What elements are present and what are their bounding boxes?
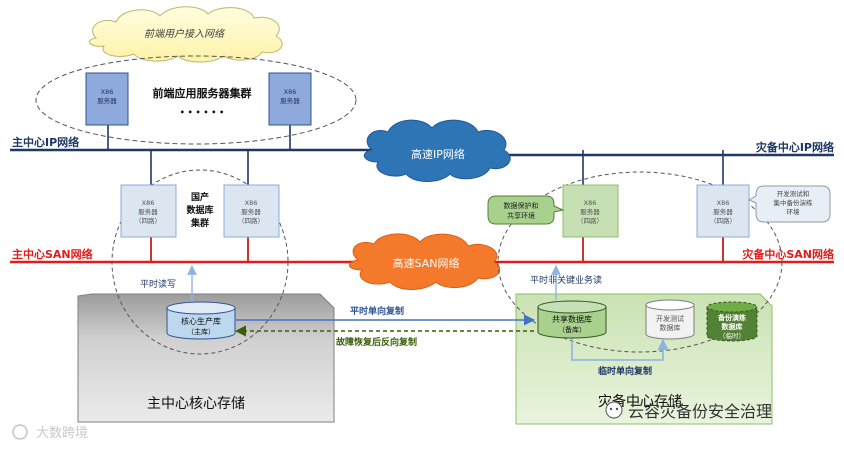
db-server-left[interactable]: X86 服务器 （四路）: [120, 184, 177, 238]
normal-nonkey-label: 平时非关键业务读: [530, 274, 602, 286]
devtest-db-line1: 开发测试: [656, 314, 684, 323]
server-line2: 服务器: [97, 96, 117, 105]
dr-cluster-ellipse: [497, 171, 783, 353]
db-cluster-ellipse: [111, 169, 289, 355]
devtest-db[interactable]: 开发测试 数据库: [645, 299, 695, 340]
main-ip-network-label: 主中心IP网络: [12, 135, 79, 149]
backup-drill-db[interactable]: 备份演练 数据库 （临时）: [706, 301, 758, 342]
server-line3: （四路）: [238, 216, 264, 225]
server-line1: X86: [717, 199, 730, 207]
dev-test-text-2: 集中备份演练: [774, 198, 814, 207]
core-production-db[interactable]: 核心生产库 （主库）: [166, 301, 236, 340]
wechat-icon-eye2: [615, 407, 619, 411]
shared-db-line1: 共享数据库: [552, 314, 592, 324]
front-cluster-dots: • • • • • •: [180, 108, 225, 117]
main-storage-area: [77, 293, 335, 423]
db-cluster-label-2: 数据库: [186, 204, 213, 216]
server-line1: X86: [284, 88, 297, 96]
left-watermark-text: 大数跨境: [36, 426, 88, 441]
left-watermark: 大数跨境: [12, 424, 88, 441]
server-line2: 服务器: [713, 207, 733, 216]
server-line2: 服务器: [241, 207, 261, 216]
main-storage-label: 主中心核心存储: [147, 396, 245, 412]
dev-test-callout: 开发测试和 集中备份演练 环境: [747, 185, 831, 223]
wan-ip-cloud-label: 高速IP网络: [411, 147, 465, 161]
front-server-right[interactable]: X86 服务器: [268, 72, 312, 126]
data-protection-text-1: 数据保护和: [504, 201, 539, 210]
core-db-line2: （主库）: [187, 327, 215, 336]
user-access-cloud: [89, 6, 283, 63]
wan-san-cloud-label: 高速SAN网络: [393, 256, 460, 270]
server-line3: （四路）: [710, 216, 736, 225]
right-watermark-text: 云容灾备份安全治理: [628, 402, 772, 421]
dr-shared-server[interactable]: X86 服务器 （四路）: [562, 184, 619, 238]
db-cluster-label-3: 集群: [190, 217, 209, 229]
server-line2: 服务器: [580, 207, 600, 216]
db-server-right[interactable]: X86 服务器 （四路）: [223, 184, 280, 238]
front-cluster-ellipse: [35, 55, 357, 145]
shared-db-line2: （备库）: [558, 325, 586, 334]
wan-san-cloud: [349, 233, 501, 290]
data-protection-text-2: 共享环境: [507, 211, 535, 220]
dr-ip-network-label: 灾备中心IP网络: [756, 140, 834, 154]
dr-san-network-label: 灾备中心SAN网络: [742, 247, 834, 261]
right-watermark: 云容灾备份安全治理: [605, 401, 772, 421]
server-line3: （四路）: [577, 216, 603, 225]
temp-replication-arrow: [571, 337, 669, 361]
data-protection-callout: 数据保护和 共享环境: [487, 195, 565, 225]
user-access-cloud-label: 前端用户接入网络: [144, 28, 226, 40]
front-server-left[interactable]: X86 服务器: [85, 72, 129, 126]
core-db-line1: 核心生产库: [181, 316, 221, 326]
server-line2: 服务器: [280, 96, 300, 105]
db-cluster-label-1: 国产: [191, 191, 209, 203]
drill-db-line2: 数据库: [722, 322, 743, 331]
server-line1: X86: [245, 199, 258, 207]
server-line1: X86: [584, 199, 597, 207]
shared-standby-db[interactable]: 共享数据库 （备库）: [537, 300, 607, 339]
temp-replication-label: 临时单向复制: [598, 365, 652, 377]
normal-rw-label: 平时读写: [140, 278, 176, 290]
dev-test-text-1: 开发测试和: [777, 189, 810, 198]
drill-db-line3: （临时）: [719, 331, 745, 340]
server-line3: （四路）: [135, 216, 161, 225]
wechat-icon-eye: [609, 407, 613, 411]
front-cluster-label: 前端应用服务器集群: [153, 86, 252, 100]
failback-label: 故障恢复后反向复制: [336, 336, 417, 348]
normal-replication-label: 平时单向复制: [350, 305, 404, 317]
server-line2: 服务器: [138, 207, 158, 216]
dev-test-text-3: 环境: [787, 207, 801, 216]
wan-ip-cloud: [363, 119, 511, 182]
drill-db-line1: 备份演练: [717, 313, 746, 322]
brand-logo-icon: [12, 424, 28, 440]
wechat-icon: [605, 401, 623, 419]
server-line1: X86: [142, 199, 155, 207]
main-san-network-label: 主中心SAN网络: [12, 247, 93, 261]
server-line1: X86: [101, 88, 114, 96]
san-connectors: [150, 237, 724, 262]
devtest-db-line2: 数据库: [660, 323, 681, 332]
dr-devtest-server[interactable]: X86 服务器 （四路）: [696, 184, 750, 238]
